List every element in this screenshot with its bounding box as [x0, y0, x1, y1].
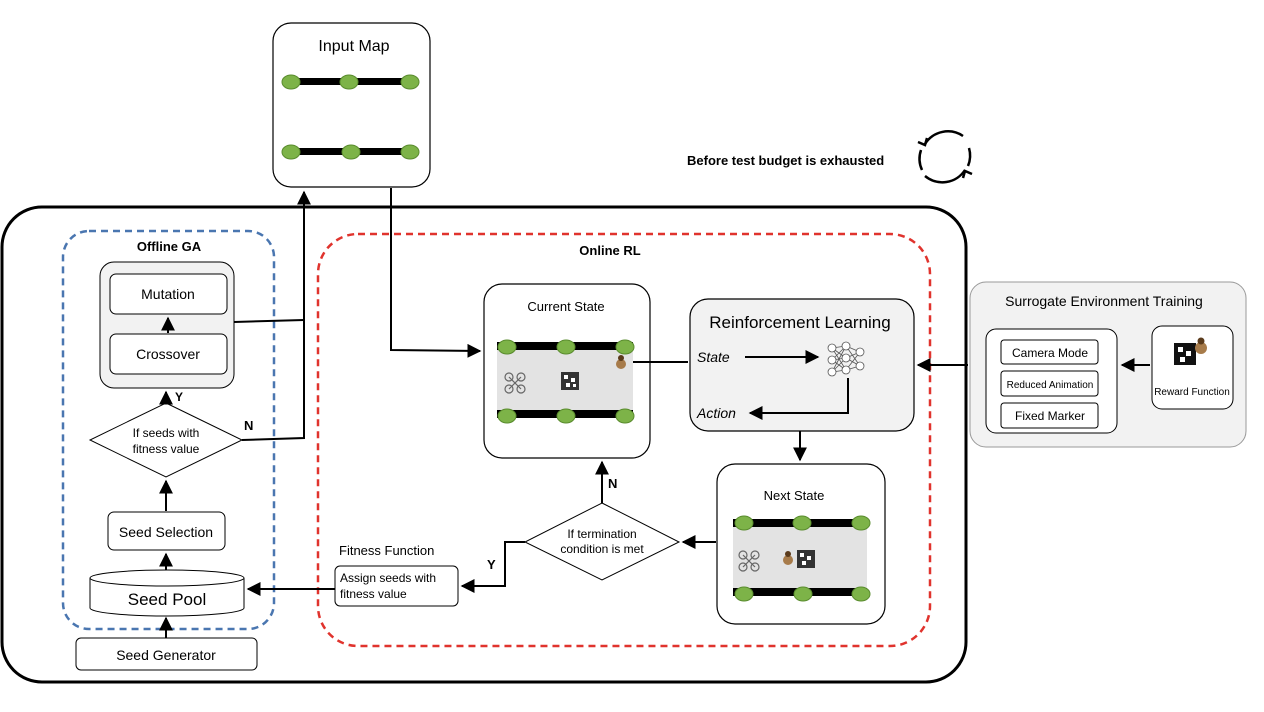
seed-selection-label: Seed Selection [119, 524, 213, 540]
ga-no-label: N [244, 418, 253, 433]
budget-loop-label: Before test budget is exhausted [687, 153, 884, 168]
reward-marker-icon [1174, 337, 1207, 365]
decision-yes-to-assign-arrow [460, 541, 525, 593]
fitness-function-title: Fitness Function [339, 543, 434, 558]
camera-mode-box [1000, 339, 1099, 365]
reward-function-label: Reward Function [1154, 387, 1230, 398]
assign-fitness-box [334, 565, 459, 607]
decision-no-to-input-map-arrow [241, 190, 311, 441]
seed-selection-box [107, 511, 226, 551]
refresh-cycle-icon [917, 130, 973, 184]
next-person-figure-icon [783, 551, 793, 565]
fiducial-marker-icon [561, 372, 579, 390]
reward-function-box [1151, 325, 1234, 410]
reinforcement-learning-title: Reinforcement Learning [709, 313, 890, 332]
input-map-box: Input Map [272, 22, 431, 188]
crossover-box [109, 333, 228, 375]
mutation-box [109, 273, 228, 315]
camera-mode-label: Camera Mode [1012, 346, 1088, 360]
online-rl-region [316, 232, 932, 648]
rl-no-label: N [608, 476, 617, 491]
neural-network-icon [827, 341, 865, 377]
seeds-fitness-decision-line2: fitness value [133, 442, 200, 456]
reinforcement-learning-box [689, 298, 915, 432]
input-map-title: Input Map [318, 38, 389, 55]
termination-decision-line1: If termination [567, 527, 636, 541]
current-state-title: Current State [527, 299, 604, 314]
next-fiducial-marker-icon [797, 550, 815, 568]
mutation-label: Mutation [141, 286, 195, 302]
next-state-title: Next State [764, 488, 825, 503]
offline-ga-title: Offline GA [137, 239, 202, 254]
seed-generator-label: Seed Generator [116, 647, 216, 663]
seeds-fitness-decision [88, 402, 244, 478]
termination-decision [523, 502, 681, 581]
assign-fitness-line1: Assign seeds with [340, 571, 436, 585]
main-framework-container [0, 205, 968, 684]
input-map-to-current-state-arrow [390, 188, 482, 358]
person-figure-icon [616, 355, 626, 369]
reduced-animation-box [1000, 370, 1099, 397]
rl-action-label: Action [696, 405, 736, 421]
mutation-to-input-map-line [233, 319, 305, 323]
fixed-marker-box [1000, 402, 1099, 429]
ga-yes-label: Y [175, 390, 183, 404]
assign-fitness-line2: fitness value [340, 587, 407, 601]
next-drone-icon [738, 550, 760, 572]
fixed-marker-label: Fixed Marker [1015, 409, 1085, 423]
seed-pool-cylinder [89, 569, 245, 617]
crossover-label: Crossover [136, 346, 200, 362]
termination-decision-line2: condition is met [560, 542, 644, 556]
reduced-animation-label: Reduced Animation [1007, 380, 1094, 391]
seeds-fitness-decision-line1: If seeds with [133, 426, 200, 440]
rl-yes-label: Y [487, 557, 496, 572]
drone-icon [504, 372, 526, 394]
surrogate-title: Surrogate Environment Training [1005, 293, 1203, 309]
online-rl-title: Online RL [579, 243, 640, 258]
rl-state-label: State [697, 349, 730, 365]
seed-pool-label: Seed Pool [128, 590, 206, 609]
